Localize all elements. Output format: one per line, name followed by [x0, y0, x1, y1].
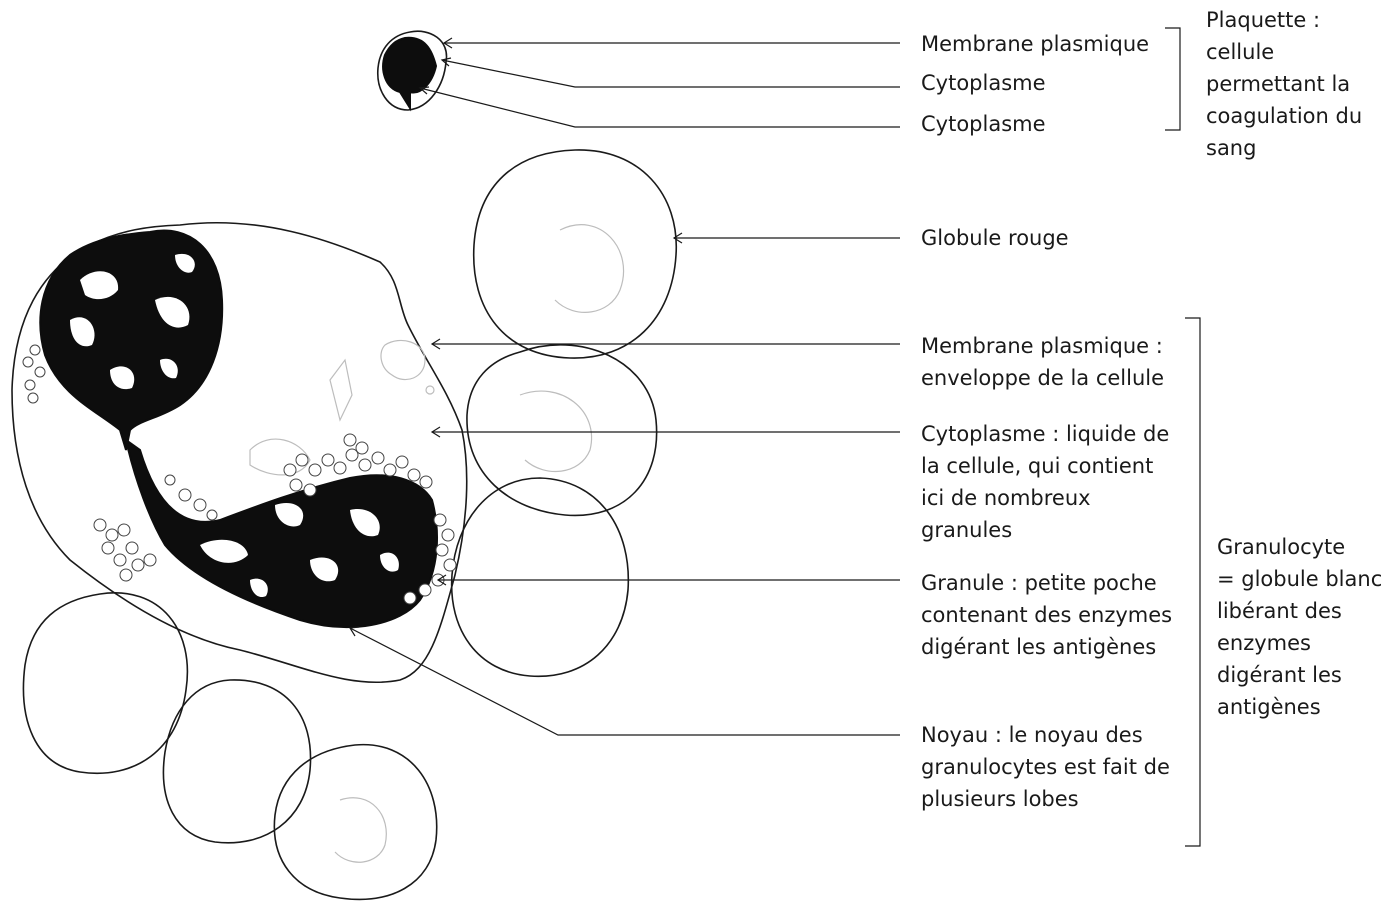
platelet-group-label: Plaquette : cellule permettant la coagul…	[1206, 4, 1362, 164]
nucleus-label: Noyau : le noyau des granulocytes est fa…	[921, 719, 1170, 815]
platelet-cytoplasm-dark	[383, 38, 436, 108]
red-blood-cell-pallor	[335, 798, 386, 862]
platelet-cytoplasm-label: Cytoplasme	[921, 67, 1046, 99]
cytoplasm-inclusions	[250, 340, 434, 474]
red-blood-cell-pallor	[555, 225, 624, 313]
nucleus-upper-lobe	[40, 231, 222, 450]
granulocyte-bracket	[1185, 318, 1200, 846]
platelet	[378, 31, 447, 110]
platelet-bracket	[1165, 28, 1180, 130]
granulocyte-group-label: Granulocyte = globule blanc libérant des…	[1217, 531, 1382, 723]
red-blood-cell	[467, 345, 657, 516]
platelet-cytoplasm-label: Cytoplasme	[921, 108, 1046, 140]
red-blood-cell	[474, 150, 677, 358]
granulocyte-cytoplasm-label: Cytoplasme : liquide de la cellule, qui …	[921, 418, 1169, 546]
red-blood-cell	[274, 745, 436, 900]
red-blood-cell	[452, 478, 629, 676]
granulocyte-membrane-label: Membrane plasmique : enveloppe de la cel…	[921, 330, 1164, 394]
red-blood-cell-label: Globule rouge	[921, 222, 1069, 254]
platelet-membrane-label: Membrane plasmique	[921, 28, 1149, 60]
granule-label: Granule : petite poche contenant des enz…	[921, 567, 1172, 663]
red-blood-cell	[163, 680, 310, 843]
red-blood-cell	[23, 593, 187, 773]
red-blood-cell-pallor	[520, 391, 592, 471]
